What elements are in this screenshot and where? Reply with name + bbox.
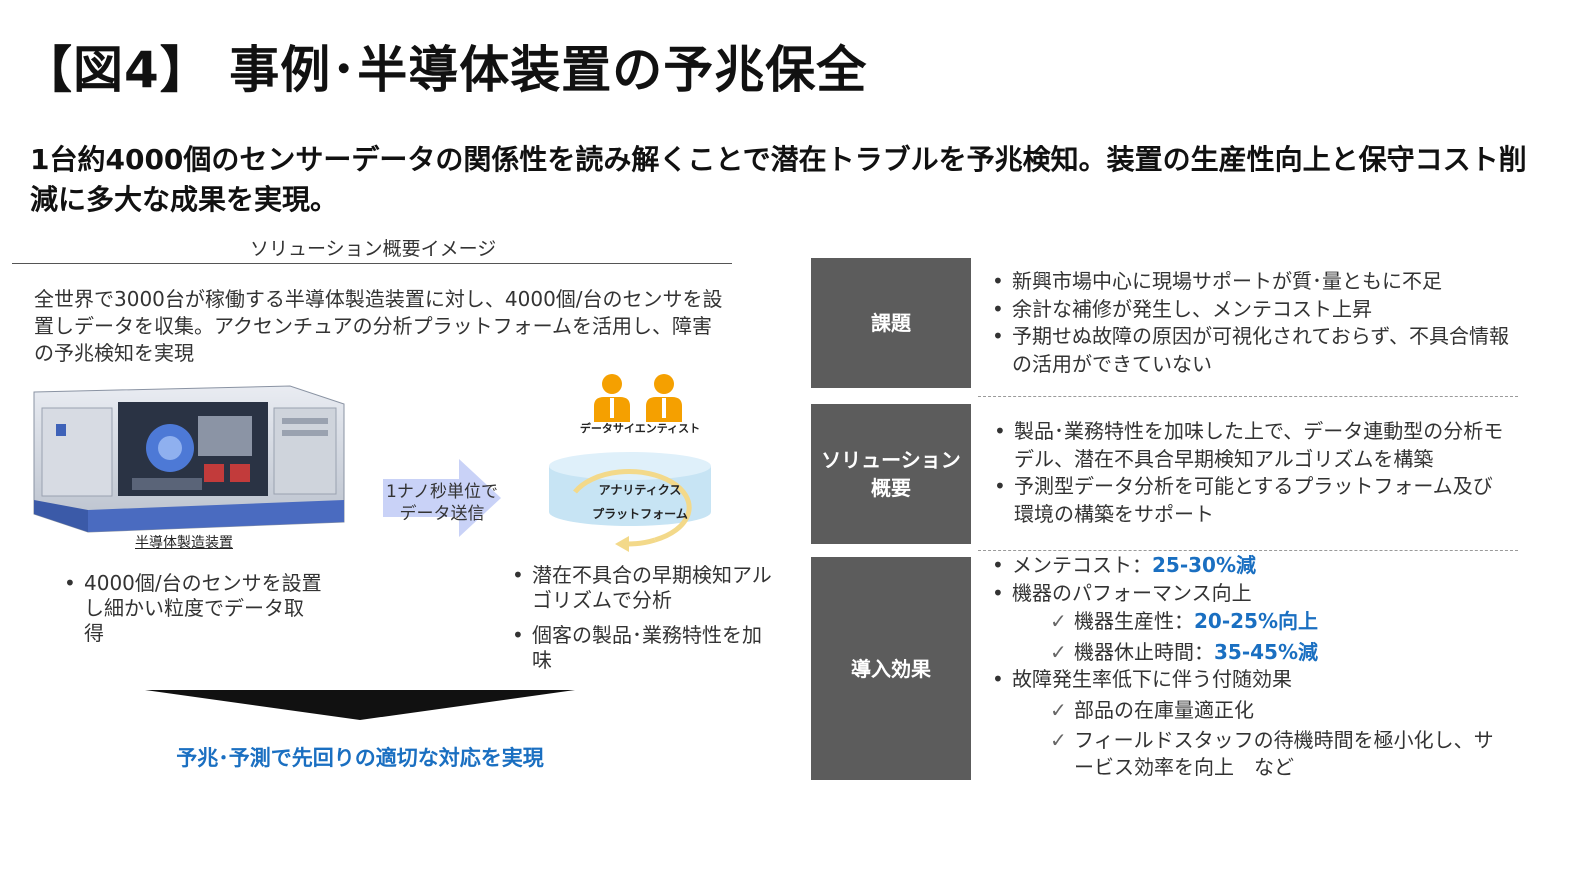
sensor-bullet-list: 4000個/台のセンサを設置し細かい粒度でデータ取得 — [62, 571, 322, 646]
list-item: ✓ フィールドスタッフの待機時間を極小化し、サービス効率を向上 など — [1050, 727, 1494, 780]
list-item: ✓ 機器休止時間：35-45%減 — [990, 639, 1520, 667]
data-transfer-arrow: 1ナノ秒単位でデータ送信 — [383, 459, 501, 537]
check-icon: ✓ — [1050, 727, 1067, 752]
machine-caption: 半導体製造装置 — [135, 535, 233, 551]
semiconductor-machine-image — [30, 382, 348, 534]
list-item: ✓ 機器生産性：20-25%向上 — [990, 608, 1520, 636]
analysis-bullet-list: 潜在不具合の早期検知アルゴリズムで分析 個客の製品･業務特性を加味 — [510, 563, 780, 683]
solution-list: 製品･業務特性を加味した上で、データ連動型の分析モデル、潜在不具合早期検知アルゴ… — [992, 418, 1512, 528]
downtime-value: 35-45%減 — [1214, 639, 1319, 664]
list-item: 新興市場中心に現場サポートが質･量ともに不足 — [990, 268, 1520, 296]
productivity-value: 20-25%向上 — [1194, 609, 1319, 633]
list-item: 潜在不具合の早期検知アルゴリズムで分析 — [510, 563, 780, 613]
data-scientist-icon — [590, 372, 690, 424]
lead-statement: 1台約4000個のセンサーデータの関係性を読み解くことで潜在トラブルを予兆検知。… — [30, 143, 1527, 216]
outcome-statement: 予兆･予測で先回りの適切な対応を実現 — [176, 746, 544, 770]
list-item: 予測型データ分析を可能とするプラットフォーム及び環境の構築をサポート — [992, 473, 1512, 528]
effect-list: メンテコスト：25-30%減 機器のパフォーマンス向上 — [990, 552, 1520, 607]
effect-sublist: ✓ 機器生産性：20-25%向上 ✓ 機器休止時間：35-45%減 — [990, 608, 1520, 666]
challenge-label: 課題 — [811, 258, 971, 388]
effect-label: 導入効果 — [811, 557, 971, 780]
check-icon: ✓ — [1050, 639, 1067, 664]
effect-list-2: 故障発生率低下に伴う付随効果 — [990, 666, 1520, 694]
data-transfer-label: 1ナノ秒単位でデータ送信 — [386, 482, 498, 524]
diagram-divider — [12, 263, 732, 264]
challenge-list: 新興市場中心に現場サポートが質･量ともに不足 余計な補修が発生し、メンテコスト上… — [990, 268, 1520, 378]
page-title: 【図4】 事例･半導体装置の予兆保全 — [22, 41, 868, 99]
data-scientist-caption: データサイエンティスト — [579, 422, 701, 435]
list-item: 個客の製品･業務特性を加味 — [510, 623, 780, 673]
list-item: 故障発生率低下に伴う付随効果 — [990, 666, 1520, 694]
diagram-description: 全世界で3000台が稼働する半導体製造装置に対し、4000個/台のセンサを設置し… — [34, 287, 723, 365]
effect-sublist-2: ✓ 部品の在庫量適正化 ✓ フィールドスタッフの待機時間を極小化し、サービス効率… — [990, 697, 1510, 782]
down-arrow-shape — [145, 690, 575, 720]
check-icon: ✓ — [1050, 609, 1067, 633]
list-item: 余計な補修が発生し、メンテコスト上昇 — [990, 296, 1520, 324]
list-item: 機器のパフォーマンス向上 — [990, 580, 1520, 608]
analytics-platform-label: アナリティクス プラットフォーム — [592, 483, 688, 521]
diagram-label: ソリューション概要イメージ — [250, 238, 497, 260]
list-item: 製品･業務特性を加味した上で、データ連動型の分析モデル、潜在不具合早期検知アルゴ… — [992, 418, 1512, 473]
list-item: 予期せぬ故障の原因が可視化されておらず、不具合情報の活用ができていない — [990, 323, 1520, 378]
list-item: ✓ 部品の在庫量適正化 — [990, 697, 1510, 725]
list-item: メンテコスト：25-30%減 — [990, 552, 1520, 580]
section-divider — [978, 396, 1518, 397]
analytics-platform-graphic — [545, 448, 715, 558]
solution-label: ソリューション概要 — [811, 404, 971, 544]
maintenance-cost-value: 25-30%減 — [1152, 553, 1257, 577]
check-icon: ✓ — [1050, 698, 1067, 722]
list-item: 4000個/台のセンサを設置し細かい粒度でデータ取得 — [62, 571, 322, 646]
section-divider — [978, 550, 1518, 551]
